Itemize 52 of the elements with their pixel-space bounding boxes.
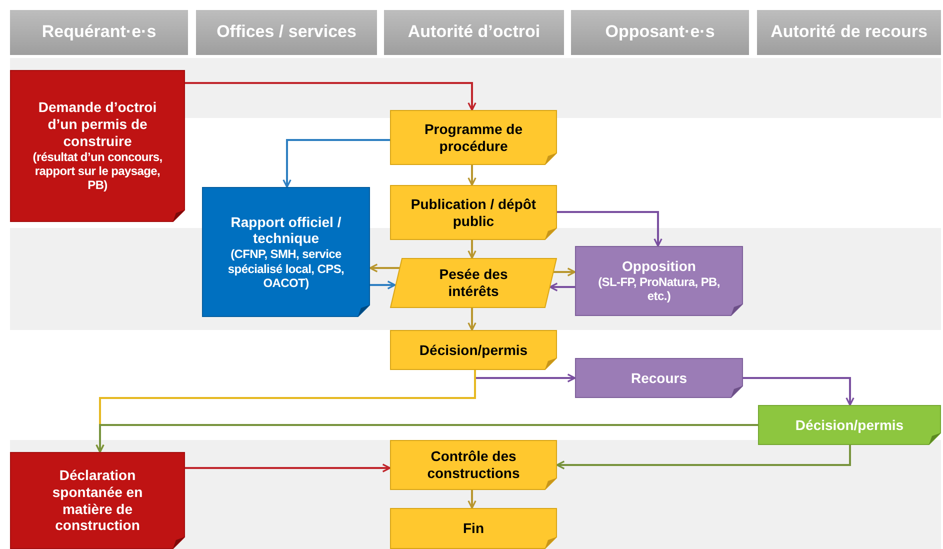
node-title: Décision/permis: [795, 416, 904, 434]
arrow: [185, 464, 391, 472]
node-note: (CFNP, SMH, service spécialisé local, CPS, OACOT): [226, 247, 346, 290]
node-title: Opposition: [622, 258, 696, 275]
column-title: Autorité de recours: [770, 22, 928, 43]
column-title: Offices / services: [216, 22, 356, 43]
column-title: Requérant·e·s: [42, 22, 156, 43]
node-title: Déclaration spontanée en matière de construction: [51, 466, 144, 534]
process-box: [390, 185, 557, 240]
arrow: [282, 139, 390, 188]
arrow: [468, 490, 476, 509]
node-title: Contrôle des constructions: [426, 448, 521, 482]
process-box: [390, 440, 557, 490]
appeal-box: [575, 358, 743, 398]
node-title: Publication / dépôt public: [410, 196, 538, 230]
opposition-box: [575, 246, 743, 316]
arrow: [556, 445, 851, 470]
arrow: [370, 280, 396, 290]
decision-box: [390, 330, 557, 370]
node-note: (résultat d’un concours, rapport sur le paysage, PB): [32, 150, 163, 193]
node-title: Fin: [463, 520, 484, 537]
column-header: [384, 10, 566, 55]
arrow: [369, 264, 400, 272]
arrow: [549, 282, 575, 292]
node-title: Demande d’octroi d’un permis de construire: [37, 99, 158, 150]
column-header: [757, 10, 943, 55]
node-title: Recours: [630, 370, 688, 386]
arrow: [468, 308, 476, 331]
request-box: [10, 70, 185, 222]
node-title: Décision/permis: [419, 342, 528, 358]
column-header: [196, 10, 379, 55]
column-title: Autorité d’octroi: [408, 22, 540, 43]
column-header: [10, 10, 190, 55]
process-box: [390, 110, 557, 165]
arrow: [468, 165, 476, 186]
node-note: (SL-FP, ProNatura, PB, etc.): [597, 275, 721, 304]
column-header: [571, 10, 751, 55]
arrow: [553, 268, 576, 276]
node-title: Pesée des intérêts: [438, 266, 509, 300]
node-title: Programme de procédure: [423, 120, 524, 154]
arrow: [557, 211, 662, 247]
column-title: Opposant·e·s: [605, 22, 715, 43]
arrow: [743, 377, 854, 406]
arrow: [96, 424, 758, 453]
weighing-parallelogram: [390, 258, 557, 308]
declaration-box: [10, 452, 185, 549]
appeal-decision-box: [758, 405, 941, 445]
arrow: [185, 82, 476, 111]
node-title: Rapport officiel / technique: [230, 214, 342, 248]
arrow: [468, 240, 476, 259]
report-box: [202, 187, 370, 317]
process-box: [390, 508, 557, 549]
